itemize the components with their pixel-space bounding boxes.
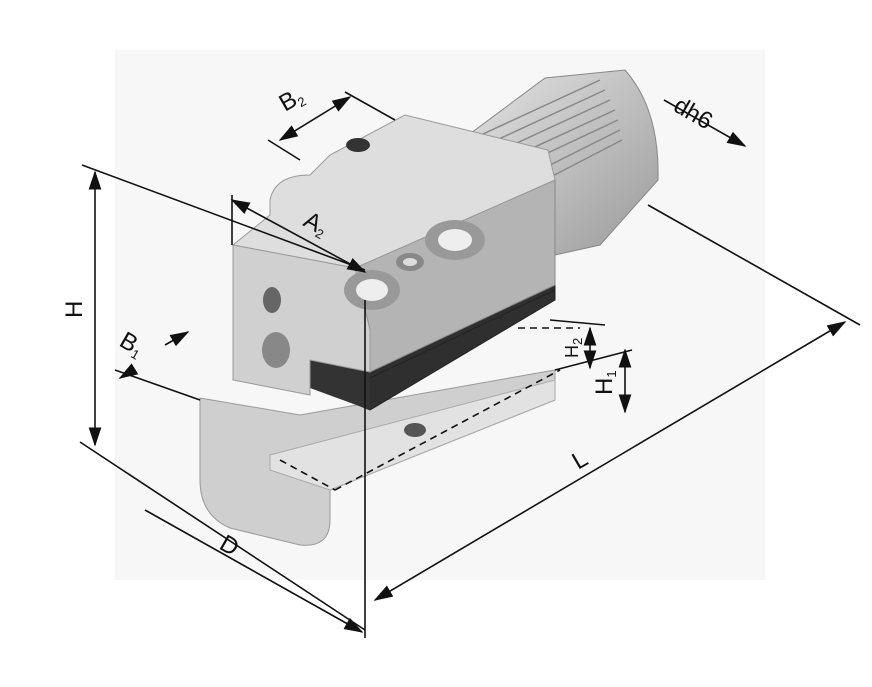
label-H2: H2	[562, 338, 585, 358]
dim-B2	[278, 96, 352, 141]
dimension-lines	[79, 91, 861, 638]
label-H: H	[61, 301, 88, 318]
coolant-port	[263, 287, 281, 313]
dim-dh6-arrow	[663, 99, 747, 147]
screw-hole-1	[356, 279, 388, 301]
dim-B1	[164, 331, 190, 347]
screw-hole-2	[438, 229, 472, 251]
base-hole	[404, 423, 426, 437]
dim-A2	[230, 199, 367, 273]
label-H1: H1	[591, 370, 619, 395]
dim-D	[144, 509, 364, 633]
dim-L	[373, 321, 847, 601]
top-screw	[346, 138, 370, 152]
